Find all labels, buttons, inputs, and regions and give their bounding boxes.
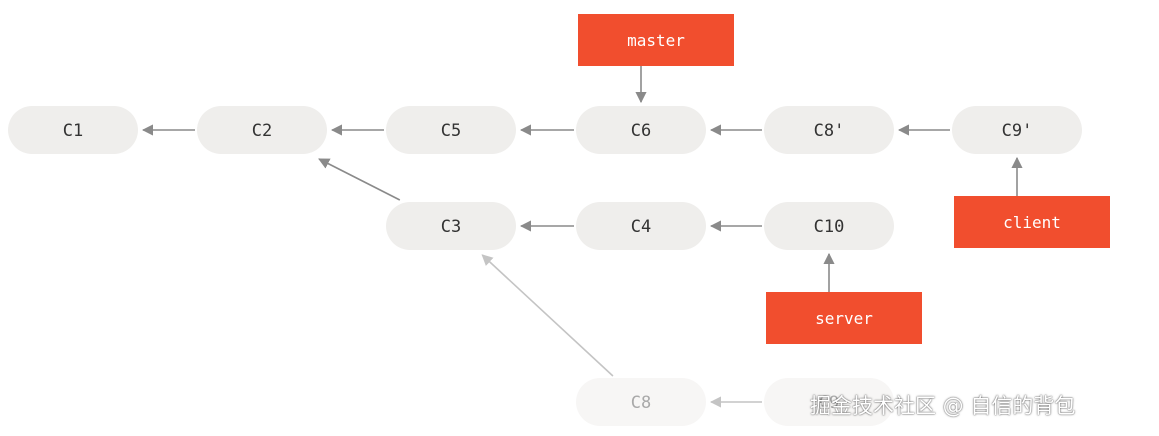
branch-label-server: server xyxy=(766,292,922,344)
commit-label: C10 xyxy=(814,217,845,237)
branch-name: client xyxy=(1003,213,1061,232)
commit-label: C2 xyxy=(252,121,272,141)
commit-label: C5 xyxy=(441,121,461,141)
commit-pill xyxy=(576,106,706,154)
commit-pill xyxy=(8,106,138,154)
commit-node-c1: C1 xyxy=(8,106,138,154)
branch-name: master xyxy=(627,31,685,50)
edge-c8-to-c3 xyxy=(481,254,614,377)
commit-pill xyxy=(197,106,327,154)
commit-node-c9: C9 xyxy=(764,378,894,426)
edge-arrow xyxy=(481,254,614,377)
commit-label: C8' xyxy=(814,121,845,141)
commit-node-c9p: C9' xyxy=(952,106,1082,154)
branch-name: server xyxy=(815,309,873,328)
commit-pill xyxy=(764,106,894,154)
commit-label: C9 xyxy=(819,393,839,413)
edge-c3-to-c2 xyxy=(318,158,401,201)
commit-node-c10: C10 xyxy=(764,202,894,250)
commit-pill xyxy=(386,202,516,250)
commit-label: C3 xyxy=(441,217,461,237)
commit-pill xyxy=(386,106,516,154)
commit-node-c2: C2 xyxy=(197,106,327,154)
commit-label: C9' xyxy=(1002,121,1033,141)
branch-label-master: master xyxy=(578,14,734,66)
branch-label-client: client xyxy=(954,196,1110,248)
edge-arrow xyxy=(318,158,401,201)
commit-pill xyxy=(576,378,706,426)
commit-node-c6: C6 xyxy=(576,106,706,154)
commit-node-c4: C4 xyxy=(576,202,706,250)
commit-label: C4 xyxy=(631,217,651,237)
commit-pill xyxy=(576,202,706,250)
commit-node-c8: C8 xyxy=(576,378,706,426)
commit-node-c8p: C8' xyxy=(764,106,894,154)
commit-label: C8 xyxy=(631,393,651,413)
commit-pill xyxy=(952,106,1082,154)
commit-node-c3: C3 xyxy=(386,202,516,250)
commit-pill xyxy=(764,378,894,426)
branch-box xyxy=(578,14,734,66)
commit-node-c5: C5 xyxy=(386,106,516,154)
watermark-text: 掘金技术社区 @ 自信的背包 xyxy=(810,394,1076,418)
commit-label: C1 xyxy=(63,121,83,141)
branch-box xyxy=(954,196,1110,248)
commit-label: C6 xyxy=(631,121,651,141)
commit-pill xyxy=(764,202,894,250)
branch-box xyxy=(766,292,922,344)
